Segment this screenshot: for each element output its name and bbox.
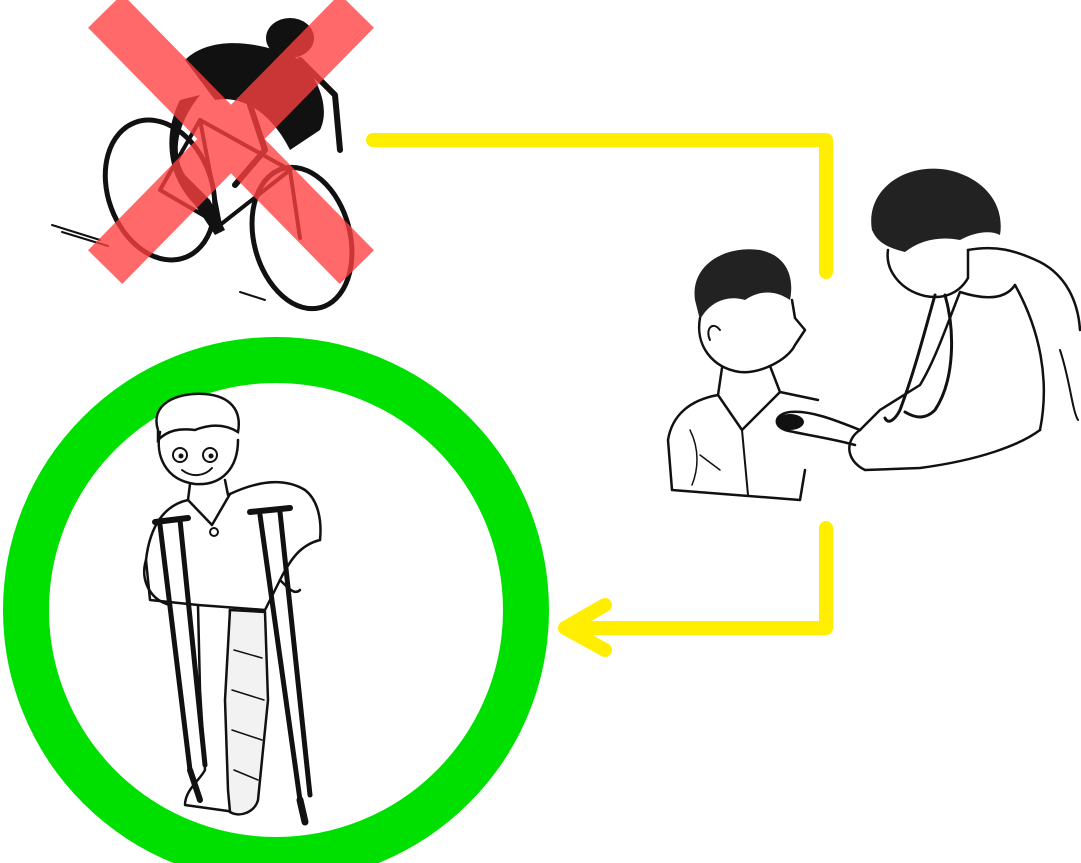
man-on-crutches-illustration: [144, 394, 320, 822]
doctor-examining-boy-illustration: [668, 169, 1080, 500]
flow-arrow: [570, 528, 826, 628]
highlight-ring: [26, 360, 526, 860]
cyclist-illustration: [52, 18, 367, 320]
